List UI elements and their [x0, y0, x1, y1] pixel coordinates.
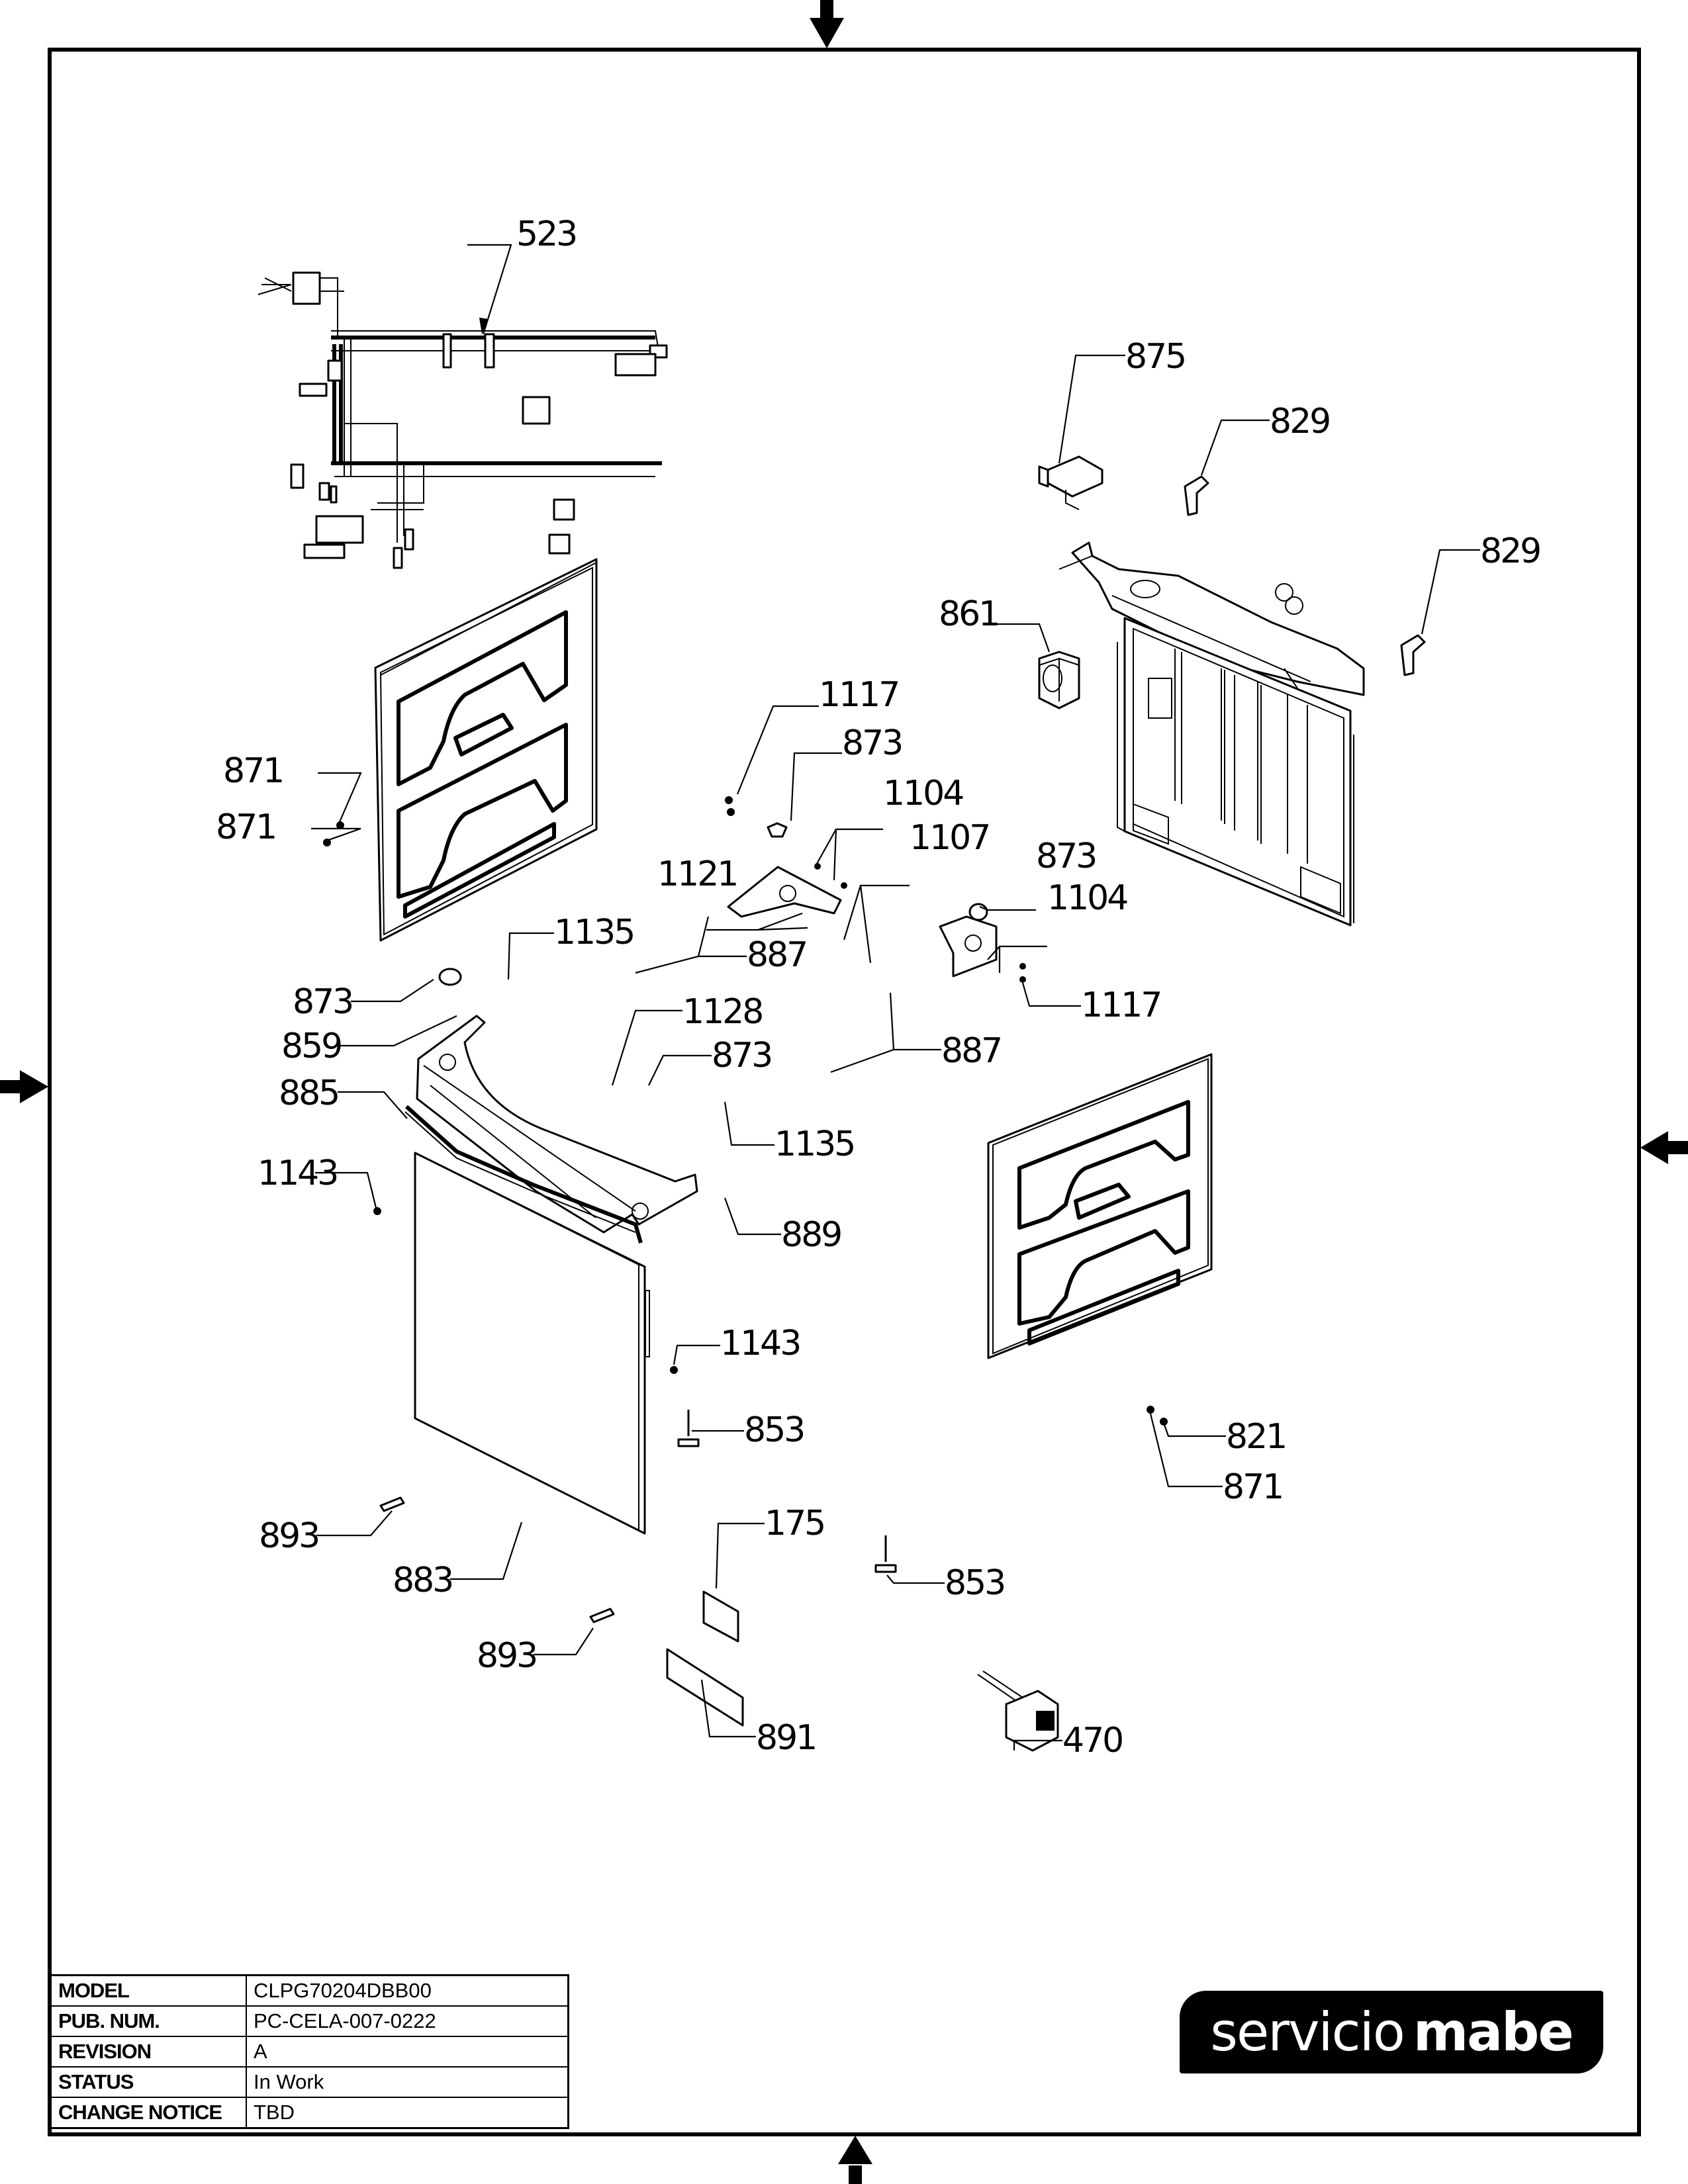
callout-875: 875: [1125, 337, 1185, 377]
front-trim-part: [404, 1105, 643, 1244]
callout-1117: 1117: [819, 675, 898, 715]
sheet-border: [48, 48, 1641, 2136]
callout-1143: 1143: [720, 1324, 800, 1363]
title-block-row-model: MODEL CLPG70204DBB00: [50, 1974, 569, 2007]
left-side-panel-part: [374, 558, 598, 942]
center-mark-right-arrow-icon: [1640, 1131, 1688, 1164]
title-block-row-change-notice: CHANGE NOTICE TBD: [50, 2097, 569, 2129]
title-block-value: PC-CELA-007-0222: [246, 2005, 569, 2037]
callout-883: 883: [393, 1561, 452, 1600]
callout-891: 891: [756, 1718, 816, 1758]
callout-873: 873: [712, 1036, 771, 1075]
title-block-label: PUB. NUM.: [50, 2005, 247, 2037]
hinge-bracket-part: [1184, 475, 1209, 516]
callout-893: 893: [259, 1516, 318, 1556]
dispenser-housing-part: [1038, 651, 1080, 709]
title-block-value: CLPG70204DBB00: [246, 1974, 569, 2007]
callout-1135: 1135: [774, 1124, 854, 1164]
callout-labels: 523 875 829 829 861 1117 873 871 1104 87…: [216, 214, 1542, 1760]
callout-1128: 1128: [682, 992, 762, 1032]
title-block: MODEL CLPG70204DBB00 PUB. NUM. PC-CELA-0…: [50, 1974, 569, 2129]
callout-871: 871: [1223, 1467, 1282, 1507]
callout-871: 871: [223, 751, 283, 791]
callout-829: 829: [1480, 531, 1540, 571]
callout-893: 893: [477, 1636, 536, 1676]
label-891-part: [666, 1648, 744, 1727]
center-mark-top-arrow-icon: [810, 0, 844, 48]
title-block-label: STATUS: [50, 2066, 247, 2098]
title-block-label: REVISION: [50, 2036, 247, 2068]
callout-889: 889: [781, 1215, 841, 1255]
motor-bracket-right-part: [939, 903, 998, 978]
title-block-row-pub-num: PUB. NUM. PC-CELA-007-0222: [50, 2005, 569, 2037]
callout-853: 853: [945, 1563, 1004, 1603]
callout-1121: 1121: [657, 854, 737, 894]
title-block-row-status: STATUS In Work: [50, 2066, 569, 2098]
callout-1104: 1104: [883, 774, 963, 813]
callout-1104: 1104: [1047, 878, 1127, 918]
bracket-cover-part: [1038, 455, 1103, 510]
hinge-bracket-part: [1400, 634, 1426, 676]
callout-175: 175: [765, 1504, 824, 1543]
back-panel-part: [1117, 617, 1354, 927]
base-frame-part: [416, 968, 698, 1234]
callout-470: 470: [1062, 1721, 1122, 1760]
logo-word-servicio: servicio: [1210, 2001, 1405, 2063]
callout-885: 885: [279, 1073, 338, 1113]
title-block-label: MODEL: [50, 1974, 247, 2007]
callout-887: 887: [747, 935, 806, 975]
transformer-part: [977, 1670, 1059, 1752]
callout-1107: 1107: [910, 818, 989, 858]
callout-859: 859: [281, 1026, 341, 1066]
callout-873: 873: [293, 982, 352, 1022]
callout-887: 887: [941, 1031, 1001, 1071]
title-block-value: In Work: [246, 2066, 569, 2098]
callout-1117: 1117: [1081, 985, 1160, 1025]
servicio-mabe-logo: servicio mabe: [1180, 1991, 1603, 2073]
logo-word-mabe: mabe: [1413, 2001, 1574, 2063]
title-block-value: TBD: [246, 2097, 569, 2129]
center-mark-bottom-arrow-icon: [838, 2136, 872, 2184]
wire-harness-part: [258, 244, 668, 569]
label-175-part: [702, 1590, 739, 1643]
motor-bracket-left-part: [727, 822, 842, 918]
callout-853: 853: [744, 1410, 804, 1450]
callout-523: 523: [516, 214, 576, 254]
callout-821: 821: [1226, 1417, 1286, 1457]
small-hardware-parts: [323, 796, 1168, 1752]
title-block-label: CHANGE NOTICE: [50, 2097, 247, 2129]
callout-1143: 1143: [258, 1154, 337, 1193]
callout-873: 873: [1036, 837, 1096, 876]
callout-871: 871: [216, 807, 275, 847]
right-side-panel-part: [987, 1053, 1213, 1359]
leader-lines: [311, 354, 1480, 1751]
front-door-panel-part: [414, 1152, 650, 1535]
callout-829: 829: [1270, 402, 1329, 441]
callout-861: 861: [939, 594, 998, 634]
callout-873: 873: [842, 723, 902, 763]
title-block-row-revision: REVISION A: [50, 2036, 569, 2068]
callout-1135: 1135: [554, 913, 633, 952]
title-block-value: A: [246, 2036, 569, 2068]
center-mark-left-arrow-icon: [0, 1070, 48, 1103]
